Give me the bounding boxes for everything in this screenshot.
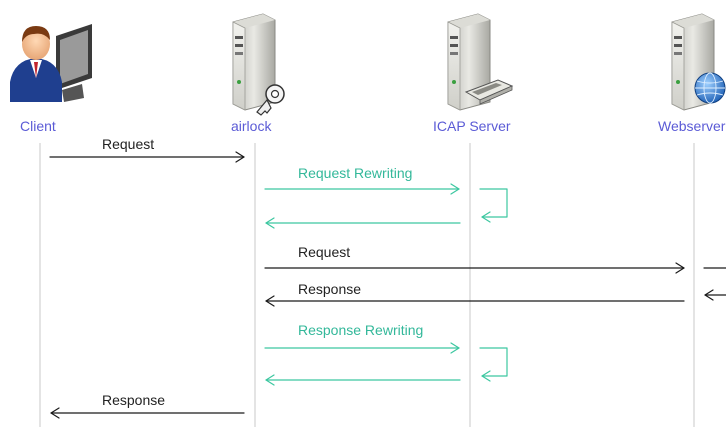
actor-label-client: Client — [20, 118, 56, 134]
arrow-request-client-airlock — [49, 151, 245, 163]
arrow-request-rewriting-out — [264, 183, 460, 195]
message-label-response-web: Response — [298, 281, 362, 297]
message-arrows — [49, 151, 726, 419]
arrow-response-airlock-client — [50, 407, 245, 419]
message-label-response-rewriting: Response Rewriting — [298, 322, 424, 338]
actor-label-icap: ICAP Server — [433, 118, 511, 134]
server-globe-icon — [671, 13, 726, 111]
arrow-request-airlock-web — [264, 262, 685, 274]
arrow-web-in-partial — [704, 289, 726, 301]
actor-label-webserver: Webserver — [658, 118, 726, 134]
icap-loop-response — [479, 347, 508, 382]
server-card-icon — [447, 13, 514, 111]
user-computer-icon — [10, 24, 92, 102]
lifelines — [39, 143, 695, 427]
message-label-request-rewriting: Request Rewriting — [298, 165, 413, 181]
arrow-response-rewriting-out — [264, 342, 460, 354]
arrow-request-rewriting-back — [265, 217, 461, 229]
message-label-request-web: Request — [298, 244, 351, 260]
server-key-icon — [232, 13, 285, 116]
arrow-response-rewriting-back — [265, 374, 461, 386]
actor-label-airlock: airlock — [231, 118, 272, 134]
arrow-response-web-airlock — [265, 295, 685, 307]
message-label-request-client: Request — [102, 136, 155, 152]
icap-loop-request — [479, 188, 508, 223]
message-label-response-client: Response — [102, 392, 166, 408]
